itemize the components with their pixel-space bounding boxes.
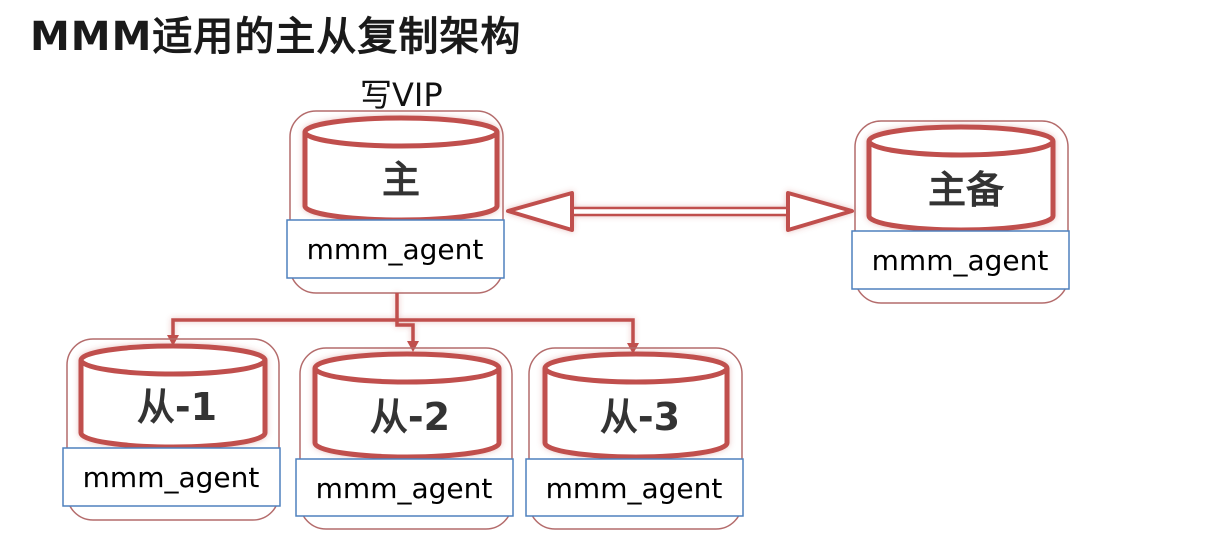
write-vip-label: 写VIP	[360, 76, 443, 114]
replication-double-arrow	[506, 191, 854, 232]
slave2-label: 从-2	[370, 395, 450, 439]
master-agent-label: mmm_agent	[307, 233, 484, 266]
slave1-panel	[66, 338, 280, 521]
standby-node: 主备 mmm_agent	[851, 120, 1070, 304]
standby-panel	[854, 120, 1069, 304]
slave3-db-icon	[542, 351, 730, 460]
standby-agent-box	[851, 230, 1070, 290]
slave2-node: 从-2 mmm_agent	[295, 347, 514, 530]
standby-db-icon	[866, 124, 1056, 233]
slave1-db-icon	[78, 343, 268, 450]
standby-label: 主备	[928, 168, 1005, 212]
slave2-agent-box	[295, 458, 514, 517]
master-node: 主 mmm_agent	[286, 110, 505, 294]
master-agent-box	[286, 219, 505, 279]
slave2-db-icon	[312, 351, 502, 460]
slave2-panel	[299, 347, 513, 530]
page-title: MMM适用的主从复制架构	[30, 14, 522, 60]
replication-tree-connector	[171, 293, 635, 345]
slave3-agent-label: mmm_agent	[546, 472, 723, 505]
slave1-agent-box	[62, 447, 281, 507]
slave1-agent-label: mmm_agent	[83, 461, 260, 494]
standby-agent-label: mmm_agent	[872, 244, 1049, 277]
slave1-node: 从-1 mmm_agent	[62, 338, 281, 521]
master-label: 主	[382, 158, 420, 202]
slave1-label: 从-1	[137, 385, 217, 429]
slave3-panel	[528, 347, 743, 530]
slave3-node: 从-3 mmm_agent	[525, 347, 744, 530]
slave2-agent-label: mmm_agent	[316, 472, 493, 505]
slave3-label: 从-3	[600, 395, 680, 439]
slave3-agent-box	[525, 458, 744, 517]
master-db-icon	[302, 115, 500, 223]
